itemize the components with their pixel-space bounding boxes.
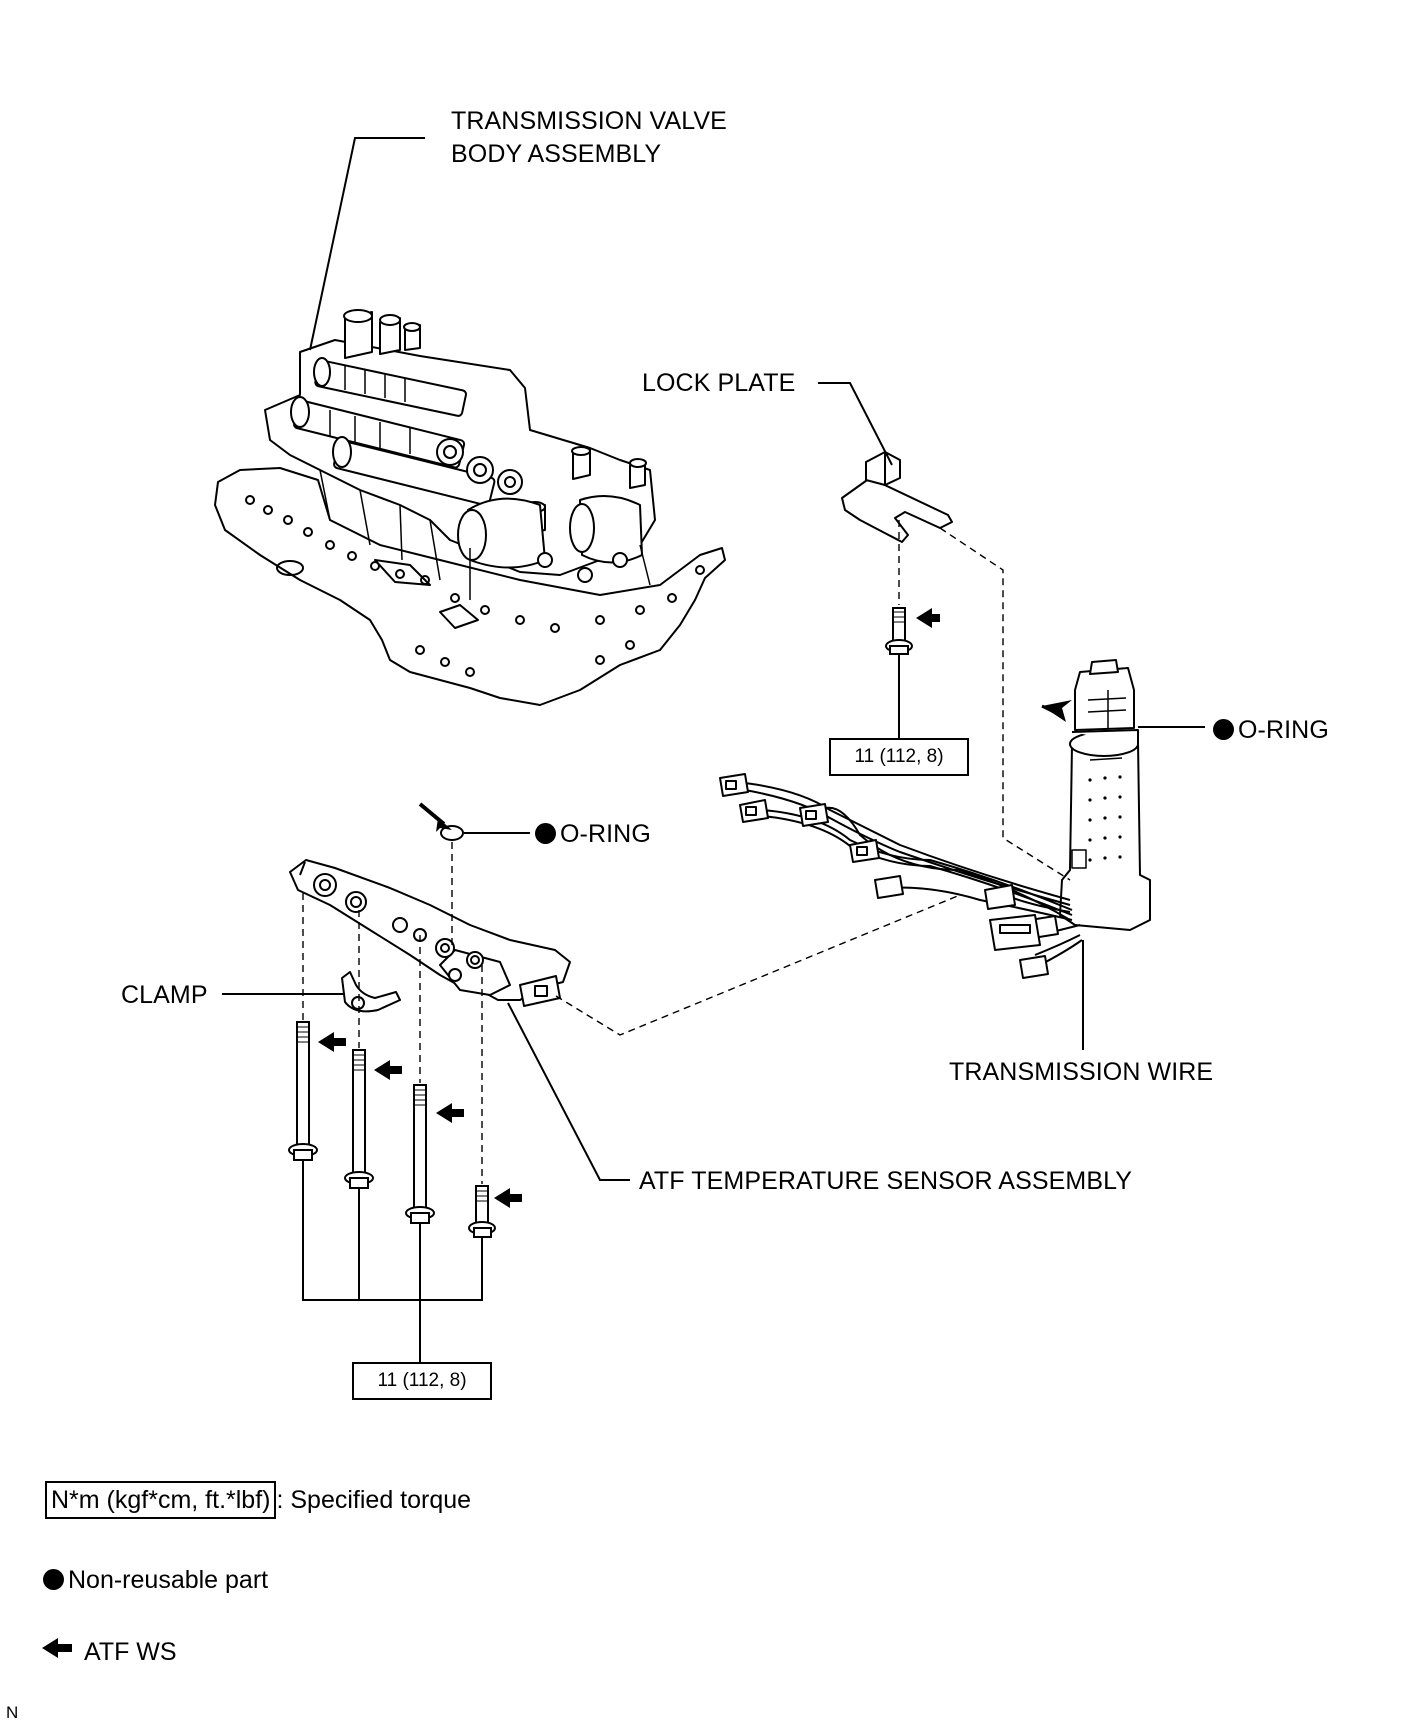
label-o-ring-right-text: O-RING (1238, 716, 1329, 744)
leader-valve-body (309, 137, 425, 351)
o-ring-right-arrow-icon (1041, 700, 1072, 722)
label-o-ring-left-text: O-RING (560, 820, 651, 848)
atf-sensor-assembly (289, 859, 571, 1007)
legend-atf-ws: ATF WS (84, 1635, 177, 1669)
atf-ws-arrows (318, 608, 940, 1208)
valve-body-assembly (214, 309, 726, 706)
transmission-wire (719, 659, 1151, 979)
leader-torque-sensor (302, 1160, 483, 1362)
label-atf-sensor: ATF TEMPERATURE SENSOR ASSEMBLY (639, 1167, 1133, 1195)
clamp (341, 971, 401, 1013)
torque-box-sensor-bolts: 11 (112, 8) (352, 1362, 492, 1400)
atf-ws-legend-arrow-icon (42, 1638, 72, 1658)
sensor-bolts (288, 1021, 496, 1238)
legend-non-reusable-text: Non-reusable part (68, 1566, 269, 1594)
non-reusable-dot-icon (535, 823, 556, 844)
leader-lock-plate (818, 382, 893, 466)
legend-non-reusable: Non-reusable part (43, 1563, 268, 1597)
torque-box-lock-plate: 11 (112, 8) (829, 738, 969, 776)
label-transmission-wire: TRANSMISSION WIRE (949, 1058, 1214, 1086)
label-o-ring-right: O-RING (1213, 715, 1329, 746)
o-ring-left-shape (440, 825, 464, 841)
leader-atf-sensor (507, 1002, 630, 1181)
lock-plate-bolt (885, 607, 913, 655)
legend-atf-ws-text: ATF WS (84, 1638, 177, 1666)
label-lock-plate: LOCK PLATE (642, 369, 796, 397)
label-valve-body-line1: TRANSMISSION VALVE (451, 107, 727, 135)
label-o-ring-left: O-RING (535, 819, 651, 850)
corner-mark: N (6, 1703, 19, 1722)
lock-plate (841, 451, 953, 543)
non-reusable-dot-icon (43, 1569, 64, 1590)
non-reusable-dot-icon (1213, 719, 1234, 740)
alignment-dashed-lines (302, 520, 1071, 1184)
legend-torque: N*m (kgf*cm, ft.*lbf): Specified torque (45, 1481, 471, 1519)
label-valve-body-line2: BODY ASSEMBLY (451, 140, 662, 168)
legend-torque-unit: N*m (kgf*cm, ft.*lbf) (45, 1481, 277, 1519)
label-clamp: CLAMP (121, 981, 208, 1009)
legend-torque-desc: : Specified torque (276, 1486, 472, 1514)
